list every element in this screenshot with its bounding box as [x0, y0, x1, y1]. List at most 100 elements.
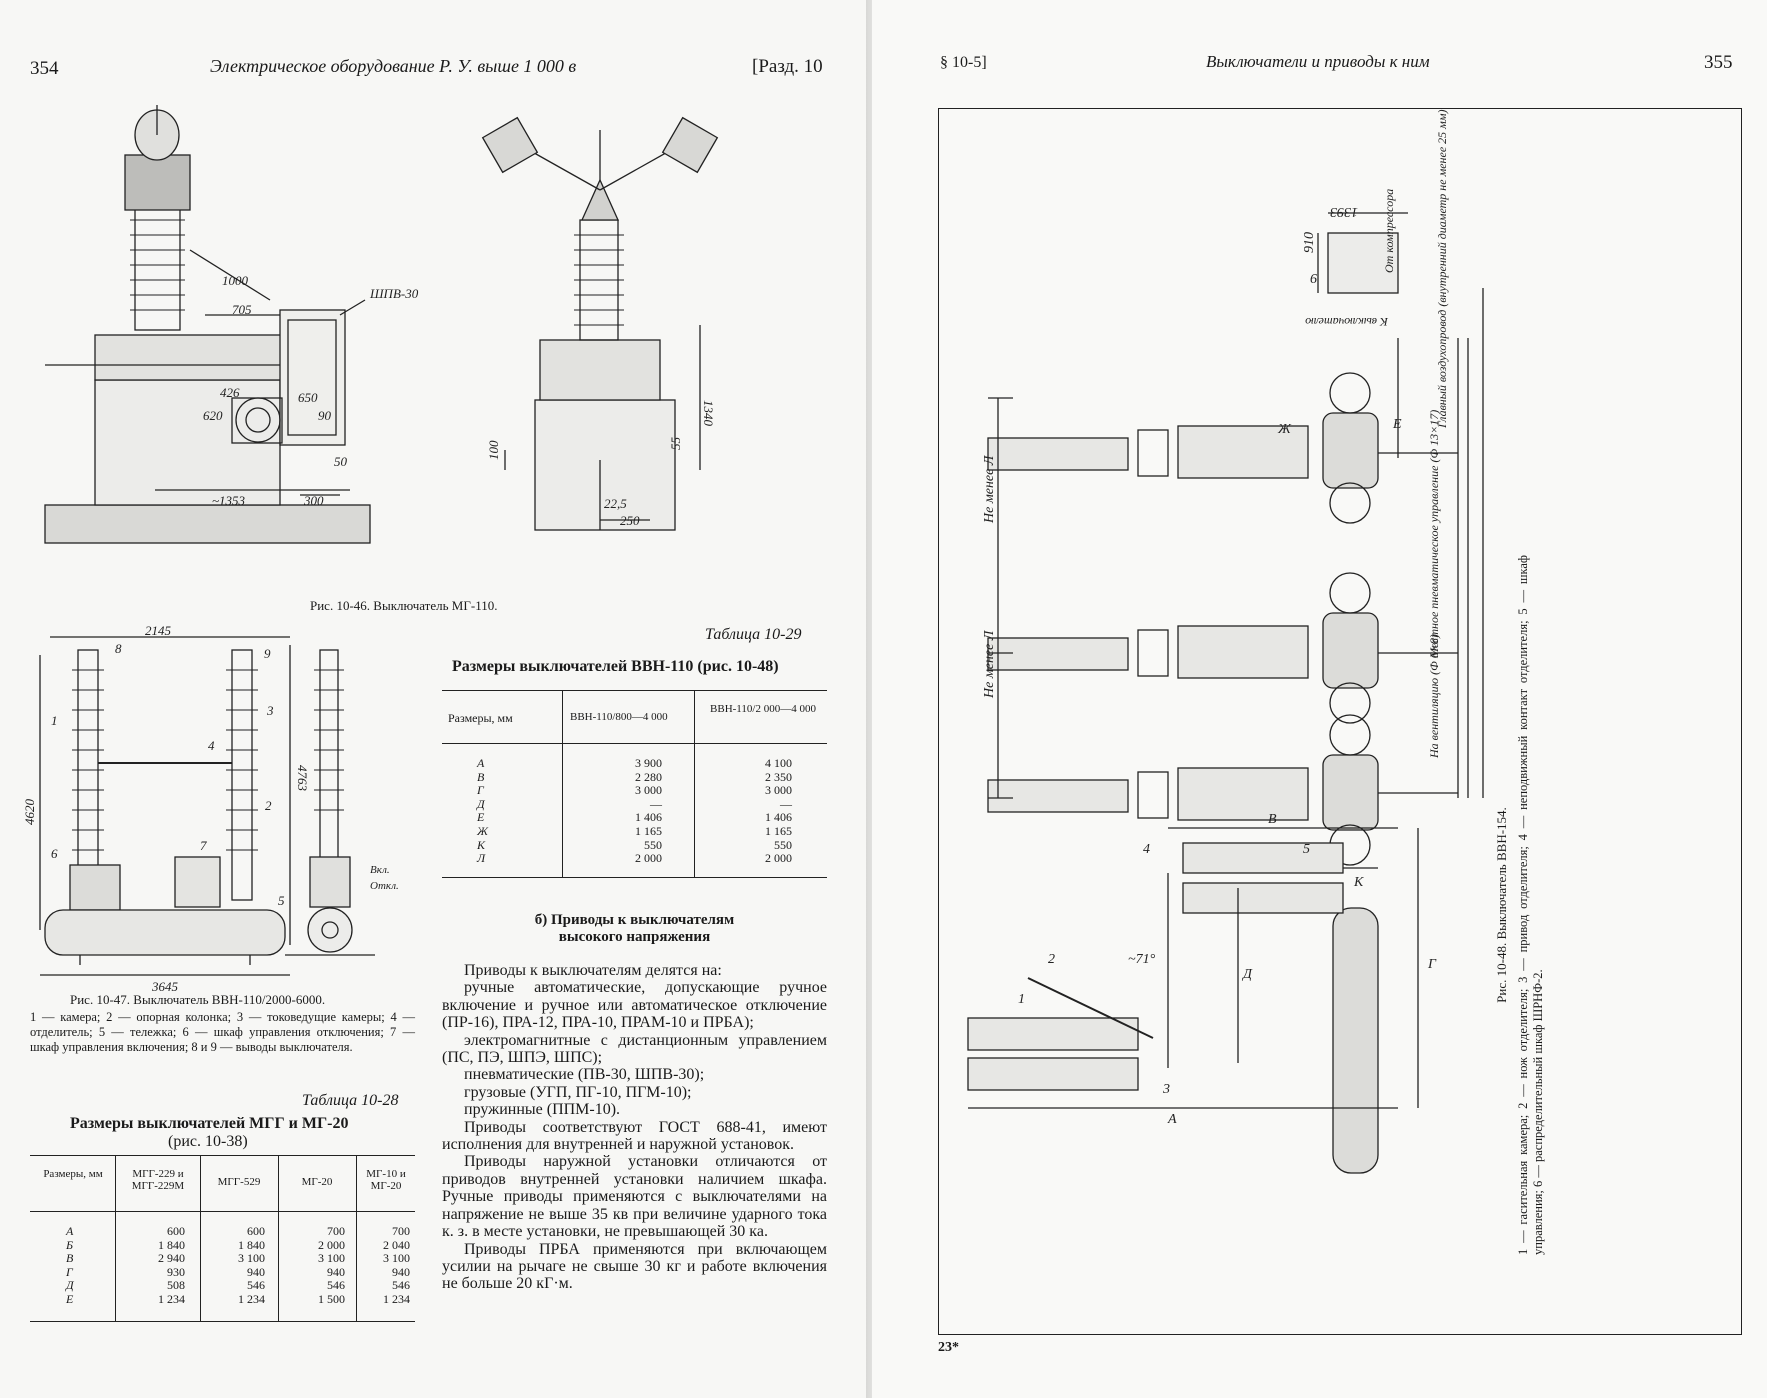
table-10-28-cell: 600: [167, 1224, 185, 1238]
paragraph: пружинные (ППМ-10).: [464, 1101, 621, 1119]
table-10-29-cell: 2 350: [765, 769, 792, 784]
callout-9: 9: [264, 646, 271, 661]
table-10-28-cell: 940: [247, 1264, 265, 1279]
callout-4: 4: [1143, 842, 1150, 857]
table-10-29-row-label: Е: [477, 810, 485, 825]
table-10-28: Размеры, мм МГГ-229 и МГГ-229М МГГ-529 М…: [30, 1155, 415, 1322]
dim-K: К: [1353, 875, 1364, 890]
table-10-29-row-label: К: [477, 837, 485, 852]
table-10-29-header-0: Размеры, мм: [448, 711, 513, 725]
section-b-body: Приводы к выключателям делятся на: ручны…: [442, 962, 827, 1293]
right-page: § 10-5] Выключатели и приводы к ним 355: [872, 0, 1767, 1398]
left-page: 354 Электрическое оборудование Р. У. выш…: [0, 0, 872, 1398]
table-10-29-label: Таблица 10-29: [705, 626, 802, 643]
dim-620: 620: [203, 408, 223, 423]
table-10-29-row-label: А: [477, 756, 485, 770]
label-na-ventilyaciyu: На вентиляцию (Ф 6×8): [1427, 634, 1441, 759]
dim-1000: 1000: [222, 273, 249, 288]
callout-1: 1: [51, 713, 58, 728]
table-10-28-header-3: МГ-20: [301, 1176, 333, 1188]
label-vkl: Вкл.: [370, 864, 390, 876]
table-10-28-header-2: МГГ-529: [217, 1176, 261, 1188]
fig-10-48-caption: Рис. 10-48. Выключатель ВВН-154.: [1494, 807, 1509, 1003]
dim-2145: 2145: [145, 623, 172, 638]
table-10-29-header-1: ВВН-110/800—4 000: [570, 711, 668, 723]
table-10-28-header-4: МГ-10 и МГ-20: [366, 1168, 406, 1192]
dim-650: 650: [298, 390, 318, 405]
dim-angle-71: ~71°: [1128, 952, 1156, 967]
section-b-heading-line2: высокого напряжения: [558, 929, 711, 945]
table-10-28-row-label: Е: [66, 1291, 74, 1306]
table-10-29-cell: 550: [644, 837, 662, 852]
table-10-29-row-label: В: [477, 769, 485, 784]
callout-7: 7: [200, 838, 207, 853]
table-10-29-cell: 3 900: [635, 756, 662, 770]
table-10-28-cell: 1 234: [238, 1291, 265, 1306]
callout-3: 3: [266, 703, 274, 718]
table-10-29-cell: —: [780, 796, 792, 811]
table-10-29-title: Размеры выключателей ВВН-110 (рис. 10-48…: [452, 658, 779, 675]
table-10-28-cell: 546: [247, 1278, 265, 1293]
table-10-28-row-label: Г: [66, 1264, 73, 1279]
dim-A: А: [1167, 1112, 1177, 1127]
dim-G: Г: [1427, 957, 1437, 972]
figure-10-46-side-view: 1000 ШПВ-30 705 426 650 620 90 50 ~1353 …: [44, 105, 419, 544]
fig-10-47-legend: 1 — камера; 2 — опорная колонка; 3 — ток…: [30, 1010, 415, 1054]
callout-2: 2: [1048, 952, 1055, 967]
pole-2: [987, 572, 1379, 724]
dim-ne-menee-2: Не менее Л: [982, 629, 997, 699]
page-number-left: 354: [30, 58, 59, 79]
table-10-29-cell: 550: [774, 837, 792, 852]
table-10-28-cell: 2 940: [158, 1251, 185, 1266]
paragraph: электромагнитные с дистанционным управле…: [442, 1031, 827, 1067]
table-10-29-cell: 2 000: [635, 851, 662, 866]
dim-4620: 4620: [22, 799, 37, 826]
table-10-28-cell: 600: [247, 1224, 265, 1238]
table-10-28-cell: 3 100: [238, 1251, 265, 1266]
table-10-29: Размеры, мм ВВН-110/800—4 000 ВВН-110/2 …: [442, 690, 827, 878]
table-10-28-cell: 508: [167, 1278, 185, 1293]
dim-3645: 3645: [151, 979, 179, 994]
dim-55: 55: [668, 437, 683, 451]
table-10-29-cell: 1 406: [765, 810, 792, 825]
dim-250: 250: [620, 513, 640, 528]
page-number-right: 355: [1704, 52, 1733, 73]
paragraph: ручные автоматические, допускающие ручно…: [442, 979, 827, 1032]
table-10-29-row-label: Г: [477, 783, 484, 798]
table-10-28-row-label: А: [66, 1224, 74, 1238]
section-b-heading-line1: б) Приводы к выключателям: [534, 912, 735, 928]
table-10-29-cell: —: [650, 796, 662, 811]
table-10-29-cell: 3 000: [635, 783, 662, 798]
table-10-28-cell: 2 040: [383, 1237, 410, 1252]
dim-705: 705: [232, 302, 252, 317]
callout-5: 5: [278, 893, 285, 908]
fig-10-46-caption: Рис. 10-46. Выключатель МГ-110.: [310, 598, 498, 613]
paragraph: Приводы наружной установки отличаются от…: [442, 1153, 827, 1241]
dim-ne-menee-1: Не менее Л: [982, 454, 997, 524]
table-10-28-cell: 3 100: [318, 1251, 345, 1266]
table-10-28-cell: 546: [327, 1278, 345, 1293]
dim-V: В: [1268, 812, 1277, 827]
figure-10-47-drawing: 2145 4620 4763 3645 Вкл. Откл. 1 2 3 4 5…: [22, 623, 399, 994]
table-10-28-title: Размеры выключателей МГГ и МГ-20: [70, 1115, 349, 1132]
table-10-28-cell: 930: [167, 1264, 185, 1279]
paragraph: Приводы к выключателям делятся на:: [464, 962, 722, 979]
paragraph: грузовые (УГП, ПГ-10, ПГМ-10);: [464, 1083, 692, 1101]
label-ot-kompressora: От компрессора: [1382, 189, 1396, 273]
table-10-28-cell: 1 500: [318, 1291, 345, 1306]
table-10-28-subtitle: (рис. 10-38): [168, 1133, 248, 1150]
dim-1353: ~1353: [212, 493, 246, 508]
callout-2: 2: [265, 798, 272, 813]
fig-10-47-caption: Рис. 10-47. Выключатель ВВН-110/2000-600…: [70, 992, 326, 1007]
callout-3: 3: [1162, 1082, 1170, 1097]
figure-10-48-frame: [938, 108, 1742, 1335]
table-10-29-row-label: Л: [477, 851, 486, 866]
dim-4763: 4763: [295, 765, 310, 792]
running-title-left: Электрическое оборудование Р. У. выше 1 …: [210, 56, 577, 76]
dim-100: 100: [486, 440, 501, 460]
dim-D: Д: [1241, 967, 1253, 982]
table-10-28-cell: 700: [327, 1224, 345, 1238]
table-10-28-cell: 1 840: [238, 1237, 265, 1252]
table-10-28-label: Таблица 10-28: [302, 1092, 399, 1109]
dim-1393: 1393: [1330, 204, 1358, 219]
